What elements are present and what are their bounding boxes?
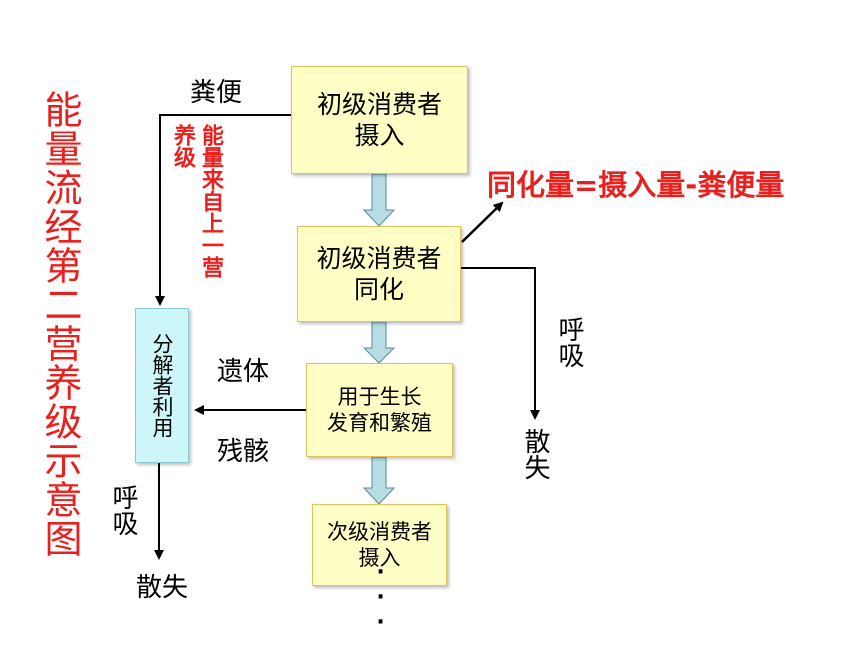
decomposer-label: 分解者利用 (150, 333, 174, 438)
block-arrow-intake-to-assim (362, 173, 396, 227)
primary-consumer-intake-box: 初级消费者 摄入 (291, 66, 468, 174)
intake-line2: 摄入 (354, 121, 405, 150)
feces-label: 粪便 (190, 78, 243, 108)
growth-reproduction-box: 用于生长 发育和繁殖 (306, 363, 453, 457)
dissipate-right-label: 散失 (520, 428, 550, 480)
continuation-dots: ··· (368, 560, 393, 635)
diagram-title: 能量流经第二营养级示意图 (38, 90, 82, 558)
respiration-right-label: 呼吸 (554, 316, 584, 368)
assim-line1: 初级消费者 (316, 243, 442, 273)
residue-label: 残骸 (217, 437, 270, 467)
primary-consumer-assimilation-box: 初级消费者 同化 (297, 226, 461, 322)
block-arrow-assim-to-growth (362, 321, 396, 364)
remains-label: 遗体 (217, 357, 270, 387)
next-line1: 次级消费者 (327, 519, 432, 544)
energy-source-label: 能量来自上一营养级 (170, 124, 223, 278)
growth-line2: 发育和繁殖 (327, 411, 432, 435)
intake-line1: 初级消费者 (316, 89, 442, 119)
dissipate-left-label: 散失 (136, 573, 189, 603)
respiration-left-label: 呼吸 (108, 484, 138, 536)
assim-line2: 同化 (353, 275, 404, 304)
respiration-right-connector (461, 267, 540, 420)
formula-connector (461, 201, 504, 243)
secondary-consumer-intake-box: 次级消费者 摄入 (312, 504, 447, 586)
block-arrow-growth-to-next (362, 456, 396, 505)
next-line2: 摄入 (358, 546, 401, 570)
assimilation-formula: 同化量=摄入量-粪便量 (487, 168, 785, 202)
decomposer-box: 分解者利用 (135, 308, 189, 463)
growth-line1: 用于生长 (337, 384, 422, 409)
feces-connector (155, 114, 291, 306)
